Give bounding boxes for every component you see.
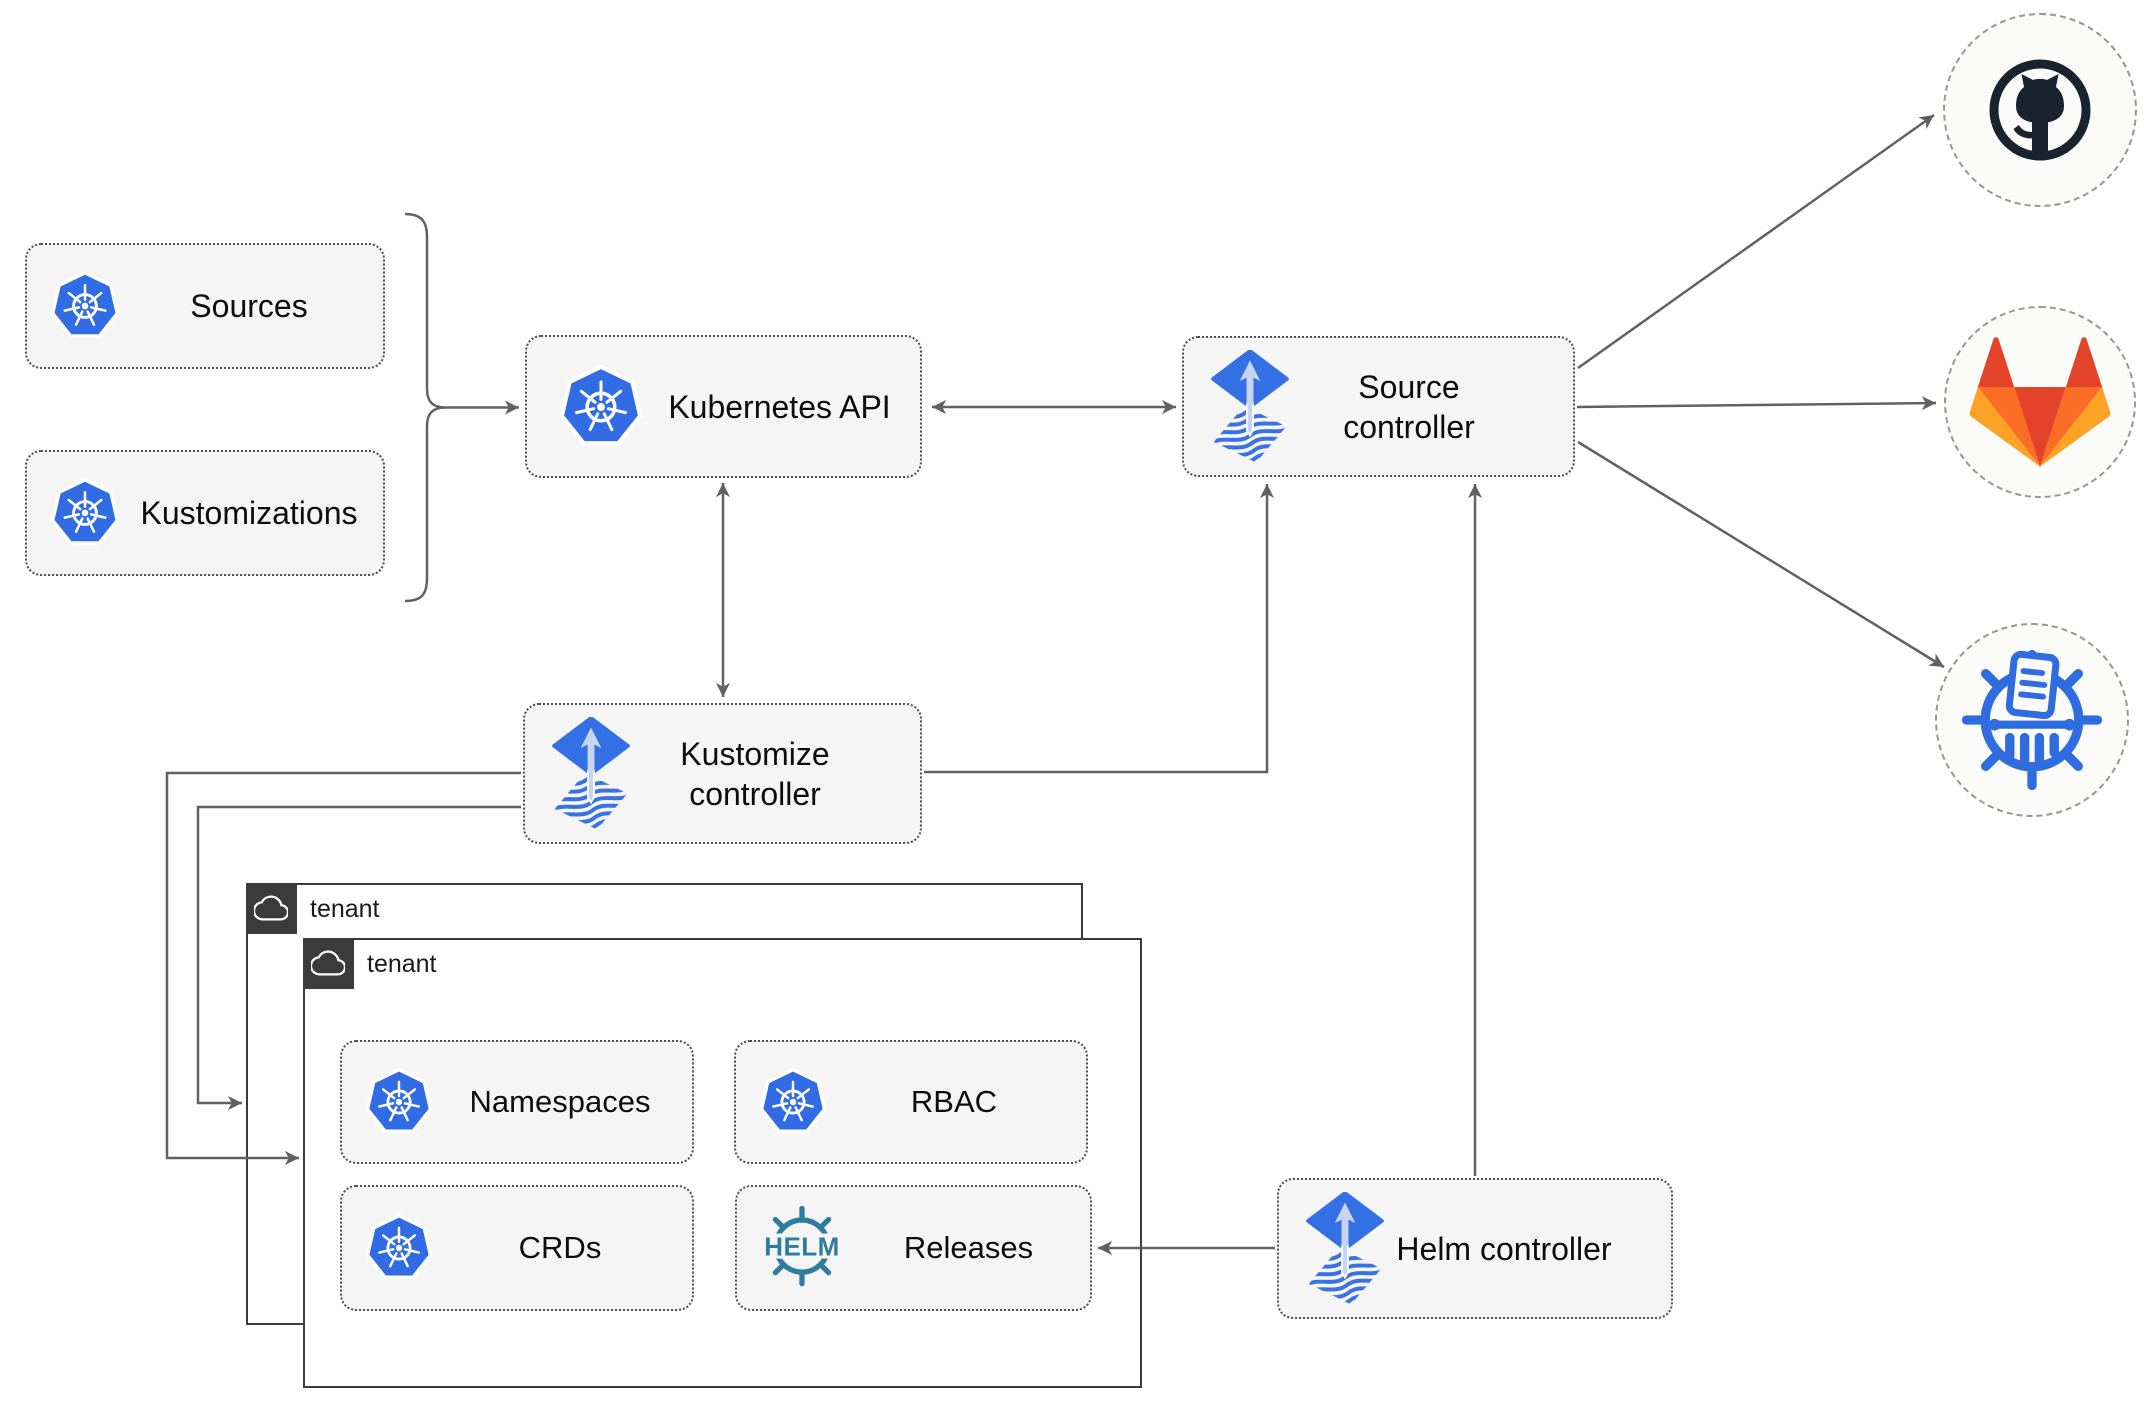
kubernetes-icon <box>47 268 123 344</box>
kubernetes-icon <box>362 1211 436 1285</box>
sources-node: Sources <box>25 243 385 369</box>
arrow-kustomize-to-source <box>924 484 1275 774</box>
flux-icon <box>1301 1192 1389 1306</box>
namespaces-node: Namespaces <box>340 1040 694 1164</box>
node-label: RBAC <box>910 1083 998 1119</box>
kubernetes-icon <box>47 475 123 551</box>
helm-logo-text: HELM <box>764 1232 840 1262</box>
cloud-icon <box>254 891 288 925</box>
arrow-source-to-github <box>1577 113 1935 370</box>
kustomizations-node: Kustomizations <box>25 450 385 576</box>
source-controller-node: Source controller <box>1182 336 1575 477</box>
arrow-source-to-gitlab <box>1576 396 1937 411</box>
node-label: CRDs <box>518 1229 602 1265</box>
releases-node: HELM Releases <box>735 1185 1092 1311</box>
github-target <box>1943 13 2137 207</box>
chartmuseum-icon <box>1956 644 2108 796</box>
cloud-badge <box>302 937 354 989</box>
kubernetes-icon <box>362 1065 436 1139</box>
node-label: Kustomizations <box>140 495 358 531</box>
node-label: Kustomize controller <box>680 735 830 812</box>
tenant-label: tenant <box>367 949 437 978</box>
kustomize-controller-node: Kustomize controller <box>523 703 922 844</box>
flux-icon <box>547 717 635 831</box>
kubernetes-icon <box>756 1065 830 1139</box>
rbac-node: RBAC <box>734 1040 1088 1164</box>
cloud-badge <box>245 882 297 934</box>
grouping-bracket <box>404 212 446 603</box>
node-label: Source controller <box>1343 368 1475 445</box>
helm-wheel-icon: HELM <box>761 1205 843 1287</box>
gitlab-target <box>1944 306 2136 498</box>
node-label: Releases <box>903 1229 1034 1265</box>
chartmuseum-target <box>1935 623 2129 817</box>
kubernetes-api-node: Kubernetes API <box>525 335 922 478</box>
github-icon <box>1980 50 2100 170</box>
crds-node: CRDs <box>340 1185 694 1311</box>
node-label: Helm controller <box>1396 1230 1612 1267</box>
kubernetes-icon <box>555 361 647 453</box>
helm-controller-node: Helm controller <box>1277 1178 1673 1319</box>
node-label: Sources <box>190 288 308 324</box>
node-label: Namespaces <box>469 1083 651 1119</box>
arrow-source-to-chartmuseum <box>1577 440 1945 669</box>
flux-icon <box>1206 350 1294 464</box>
gitlab-icon <box>1969 331 2111 473</box>
node-label: Kubernetes API <box>668 388 891 425</box>
cloud-icon <box>311 946 345 980</box>
tenant-label: tenant <box>310 894 380 923</box>
